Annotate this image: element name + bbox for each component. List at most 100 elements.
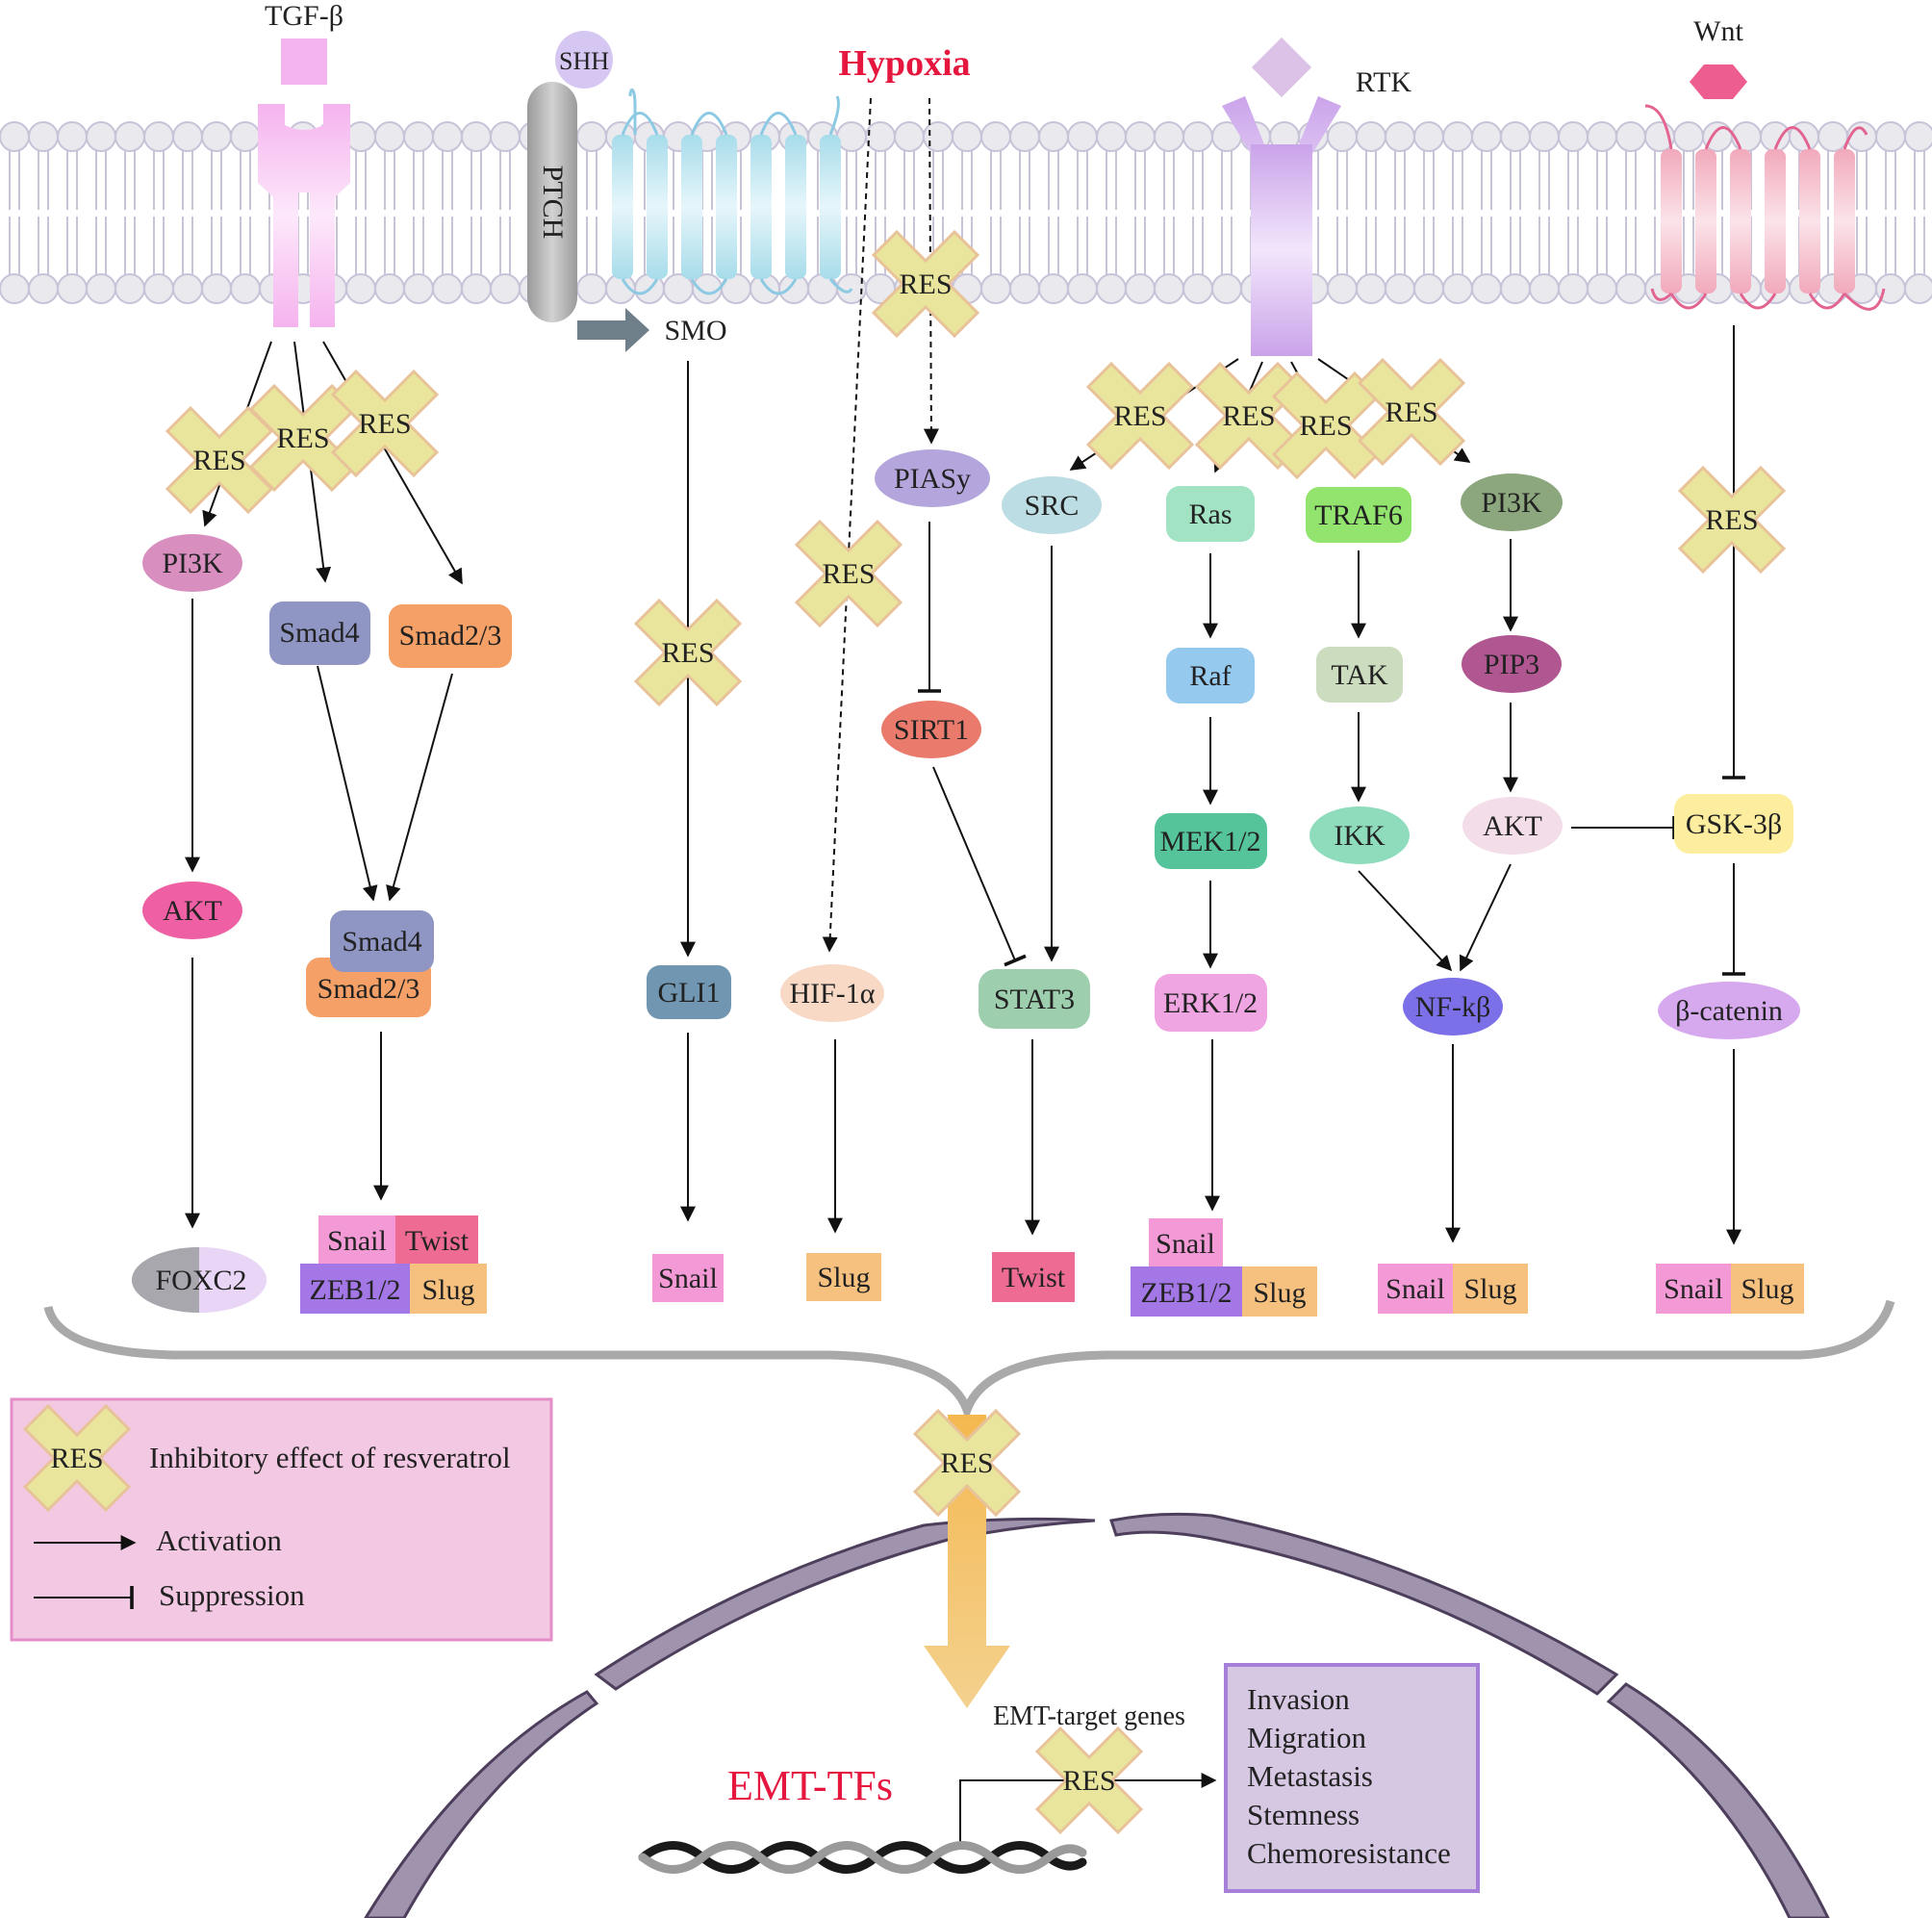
svg-text:Slug: Slug xyxy=(1253,1277,1306,1309)
node-erk12 xyxy=(1155,974,1267,1032)
node-mek12 xyxy=(1155,813,1267,869)
res-mark: RES xyxy=(1086,362,1194,470)
tf-slug-hif xyxy=(806,1253,881,1301)
lipid-head xyxy=(1125,273,1156,304)
outcome-item: Chemoresistance xyxy=(1247,1836,1451,1870)
emt-target-genes-label: EMT-target genes xyxy=(993,1701,1185,1731)
svg-text:Snail: Snail xyxy=(327,1225,387,1257)
svg-text:Slug: Slug xyxy=(421,1274,474,1306)
lipid-head xyxy=(1529,121,1560,152)
node-pi3k-right xyxy=(1461,473,1563,531)
lipid-head xyxy=(1413,273,1444,304)
tf-twist-stat3 xyxy=(992,1252,1075,1302)
lipid-head xyxy=(1327,121,1358,152)
wnt-ligand xyxy=(1690,64,1747,99)
node-pi3k-left xyxy=(142,534,242,592)
lipid-head xyxy=(894,121,925,152)
svg-text:RES: RES xyxy=(1385,396,1437,428)
res-mark: RES xyxy=(1358,358,1465,466)
nucleus-envelope xyxy=(364,1512,1830,1918)
svg-text:Slug: Slug xyxy=(817,1262,870,1293)
node-raf xyxy=(1166,648,1255,703)
shh-ligand xyxy=(555,31,613,89)
emt-arrow xyxy=(924,1415,1010,1708)
lipid-head xyxy=(1875,121,1906,152)
svg-text:AKT: AKT xyxy=(1483,810,1542,842)
tf-slug-wnt xyxy=(1731,1264,1804,1314)
lipid-head xyxy=(432,273,463,304)
svg-text:SIRT1: SIRT1 xyxy=(894,714,969,746)
node-smad23-a xyxy=(389,604,512,668)
node-nfkb xyxy=(1403,978,1503,1036)
res-mark: RES xyxy=(331,370,439,477)
lipid-head xyxy=(432,121,463,152)
lipid-head xyxy=(836,121,867,152)
wnt-label: Wnt xyxy=(1693,15,1743,47)
svg-text:RES: RES xyxy=(50,1443,103,1474)
lipid-head xyxy=(1009,273,1040,304)
svg-text:Snail: Snail xyxy=(1664,1273,1723,1305)
svg-text:NF-kβ: NF-kβ xyxy=(1415,991,1491,1023)
lipid-head xyxy=(28,273,59,304)
res-mark: RES xyxy=(1035,1726,1143,1834)
svg-text:SRC: SRC xyxy=(1025,490,1080,522)
lipid-head xyxy=(114,273,145,304)
svg-text:GLI1: GLI1 xyxy=(658,977,721,1009)
lipid-head xyxy=(1067,273,1098,304)
lipid-head xyxy=(230,273,261,304)
svg-text:RES: RES xyxy=(1062,1765,1115,1797)
svg-text:Slug: Slug xyxy=(1463,1273,1516,1305)
lipid-head xyxy=(1154,273,1184,304)
res-mark: RES xyxy=(165,406,273,514)
svg-text:Twist: Twist xyxy=(1002,1262,1066,1293)
svg-text:AKT: AKT xyxy=(163,895,222,927)
lipid-head xyxy=(1904,273,1932,304)
svg-text:ZEB1/2: ZEB1/2 xyxy=(310,1274,401,1306)
lipid-head xyxy=(1009,121,1040,152)
lipid-head xyxy=(0,273,30,304)
dna-helix xyxy=(638,1841,1087,1874)
svg-text:RES: RES xyxy=(822,558,875,590)
res-mark: RES xyxy=(634,599,742,706)
node-smad4-a xyxy=(269,601,370,665)
node-tak xyxy=(1316,647,1403,703)
lipid-head xyxy=(1385,121,1415,152)
lipid-head xyxy=(576,273,607,304)
lipid-head xyxy=(1587,273,1617,304)
svg-text:RES: RES xyxy=(899,269,952,300)
svg-text:Slug: Slug xyxy=(1741,1273,1793,1305)
lipid-head xyxy=(1500,121,1531,152)
res-mark: RES xyxy=(872,230,979,338)
lipid-head xyxy=(1442,273,1473,304)
lipid-head xyxy=(143,273,174,304)
lipid-head xyxy=(1846,121,1877,152)
lipid-head xyxy=(1125,121,1156,152)
lipid-head xyxy=(230,121,261,152)
lipid-head xyxy=(1182,121,1213,152)
lipid-head xyxy=(403,273,434,304)
smo-label: SMO xyxy=(664,315,726,346)
svg-text:GSK-3β: GSK-3β xyxy=(1686,808,1782,840)
lipid-head xyxy=(490,273,521,304)
lipid-head xyxy=(1615,273,1646,304)
lipid-head xyxy=(1385,273,1415,304)
res-mark: RES xyxy=(1678,466,1786,574)
svg-text:Snail: Snail xyxy=(1156,1228,1215,1260)
rtk-label: RTK xyxy=(1356,66,1412,98)
node-gli1 xyxy=(647,965,731,1019)
node-gsk3b xyxy=(1674,794,1793,854)
res-inhibition-marks: RES RES RES RES RES RES RES RES RES RES … xyxy=(165,230,1786,1834)
node-traf6 xyxy=(1306,487,1411,543)
lipid-head xyxy=(28,121,59,152)
res-mark: RES xyxy=(1272,371,1380,479)
lipid-head xyxy=(1558,121,1589,152)
res-mark: RES xyxy=(795,520,902,627)
svg-text:RES: RES xyxy=(940,1447,993,1479)
svg-text:Snail: Snail xyxy=(658,1263,718,1294)
lipid-head xyxy=(923,121,953,152)
svg-text:RES: RES xyxy=(358,408,411,440)
svg-text:Twist: Twist xyxy=(405,1225,470,1257)
lipid-head xyxy=(172,121,203,152)
lipid-head xyxy=(1356,121,1386,152)
